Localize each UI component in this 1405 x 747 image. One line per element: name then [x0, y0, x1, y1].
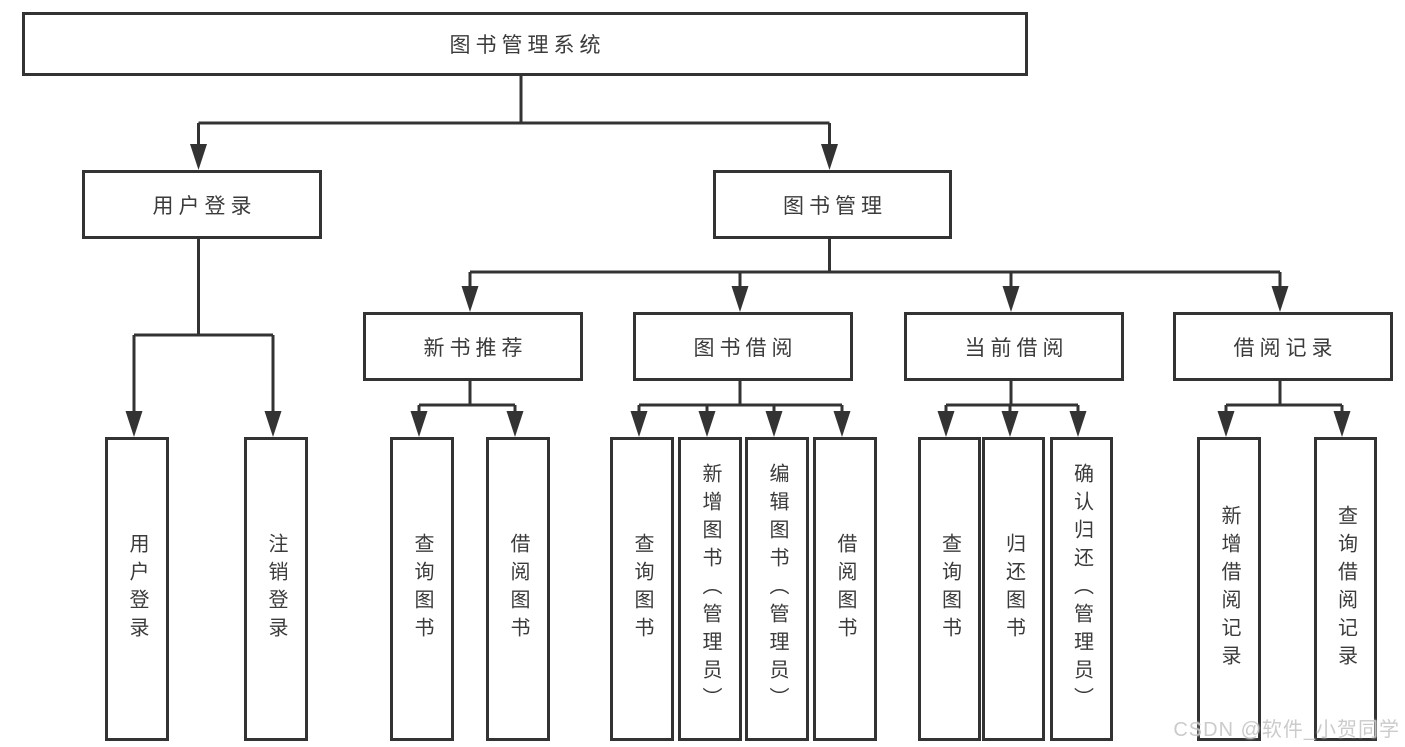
node-label: 查询图书 [938, 533, 961, 645]
node-label: 当前借阅 [964, 336, 1069, 360]
node-label: 新增图书（管理员） [699, 463, 721, 715]
node-label: 借阅图书 [834, 533, 856, 645]
node-label: 图书管理系统 [449, 34, 606, 57]
node-leaf-confirm-return-admin: 确认归还（管理员） [1050, 437, 1113, 741]
node-leaf-query-book-1: 查询图书 [390, 437, 454, 741]
node-label: 归还图书 [1002, 533, 1025, 645]
node-label: 用户登录 [126, 533, 148, 645]
node-leaf-borrow-book-1: 借阅图书 [486, 437, 550, 741]
node-book-management: 图书管理 [713, 170, 952, 239]
node-label: 查询借阅记录 [1334, 505, 1357, 673]
node-leaf-user-login: 用户登录 [105, 437, 169, 741]
node-current-borrow: 当前借阅 [904, 312, 1124, 381]
node-label: 新增借阅记录 [1218, 505, 1240, 673]
node-label: 查询图书 [411, 533, 433, 645]
node-label: 借阅记录 [1233, 336, 1338, 360]
node-leaf-add-book-admin: 新增图书（管理员） [678, 437, 742, 741]
node-label: 新书推荐 [423, 336, 528, 360]
watermark: CSDN @软件_小贺同学 [1173, 719, 1400, 741]
node-leaf-query-borrow-record: 查询借阅记录 [1314, 437, 1377, 741]
node-label: 查询图书 [631, 533, 653, 645]
node-leaf-add-borrow-record: 新增借阅记录 [1197, 437, 1261, 741]
node-label: 借阅图书 [507, 533, 529, 645]
node-borrow-record: 借阅记录 [1173, 312, 1393, 381]
node-user-login: 用户登录 [82, 170, 322, 239]
node-label: 编辑图书（管理员） [766, 463, 788, 715]
node-book-borrow: 图书借阅 [633, 312, 853, 381]
node-label: 图书借阅 [693, 336, 798, 360]
node-label: 图书管理 [783, 194, 887, 218]
node-leaf-return-book: 归还图书 [982, 437, 1045, 741]
node-leaf-borrow-book-2: 借阅图书 [813, 437, 877, 741]
node-label: 注销登录 [265, 533, 287, 645]
node-leaf-query-book-2: 查询图书 [610, 437, 674, 741]
node-leaf-logout: 注销登录 [244, 437, 308, 741]
node-label: 确认归还（管理员） [1070, 463, 1093, 715]
node-label: 用户登录 [152, 194, 257, 218]
node-leaf-edit-book-admin: 编辑图书（管理员） [745, 437, 809, 741]
node-new-book-recommend: 新书推荐 [363, 312, 583, 381]
node-root: 图书管理系统 [22, 12, 1028, 76]
node-leaf-query-book-3: 查询图书 [918, 437, 981, 741]
